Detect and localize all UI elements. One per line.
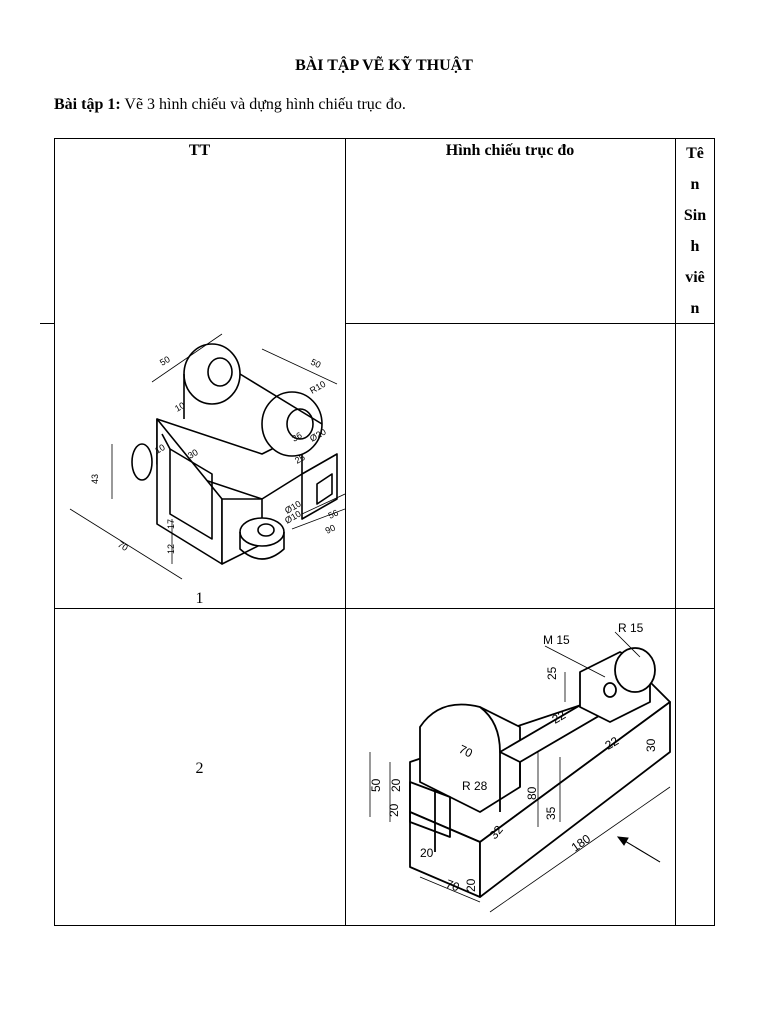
dimension-label: 56 <box>327 508 340 521</box>
document-title: BÀI TẬP VẼ KỸ THUẬT <box>295 57 473 74</box>
header-student-name-line: Tê <box>686 145 704 162</box>
dimension-label: 43 <box>90 474 100 484</box>
header-student-name-line: h <box>690 238 700 255</box>
dimension-label: 70 <box>457 742 475 760</box>
dimension-label: 30 <box>186 447 200 461</box>
header-student-name: Tê n Sin h viê n <box>676 138 714 324</box>
dimension-label: R10 <box>308 379 327 396</box>
dimension-label: 12 <box>166 544 176 554</box>
dimension-label: 80 <box>525 786 539 800</box>
dimension-label: 36 <box>290 430 304 444</box>
exercise-statement: Bài tập 1: Vẽ 3 hình chiếu và dựng hình … <box>54 96 406 114</box>
dimension-label: R 28 <box>462 779 488 793</box>
row-1-number: 1 <box>195 590 204 607</box>
header-student-name-line: viê <box>685 269 705 286</box>
dimension-label: 25 <box>293 452 307 466</box>
header-axonometric: Hình chiếu trục đo <box>445 142 575 159</box>
dimension-label: 10 <box>153 442 167 456</box>
dimension-label: 20 <box>387 803 401 817</box>
dimension-label: 180 <box>569 831 594 854</box>
row-2-number: 2 <box>195 760 204 777</box>
dimension-label: 20 <box>464 878 478 892</box>
dimension-label: 20 <box>420 846 434 860</box>
header-student-name-line: Sin <box>683 207 707 224</box>
dimension-label: 22 <box>550 708 569 727</box>
dimension-label: 20 <box>389 778 403 792</box>
header-student-name-line: n <box>690 300 700 317</box>
dimension-label: 50 <box>309 357 322 370</box>
dimension-label: 17 <box>166 519 176 529</box>
header-tt: TT <box>188 142 211 159</box>
exercise-label: Bài tập 1: <box>54 96 121 113</box>
dimension-label: 50 <box>369 778 383 792</box>
exercise-text: Vẽ 3 hình chiếu và dựng hình chiếu trục … <box>120 96 406 113</box>
dimension-label: 25 <box>545 666 559 680</box>
dimension-label: 90 <box>324 523 337 536</box>
dimension-label: 10 <box>173 400 187 414</box>
dimension-label: M 15 <box>543 633 570 647</box>
dimension-label: 70 <box>116 539 130 553</box>
dimension-label: 50 <box>158 354 172 368</box>
dimension-label: 35 <box>544 806 558 820</box>
header-student-name-line: n <box>690 176 700 193</box>
drawing-2-axonometric: M 15 R 15 25 22 70 22 30 50 20 R 28 80 3… <box>369 621 671 913</box>
dimension-label: 70 <box>444 877 462 895</box>
dimension-label: R 15 <box>618 621 644 635</box>
dimension-label: 22 <box>603 734 622 753</box>
drawing-1-axonometric: 50 50 R10 10 Ø20 10 30 Ø10 36 Ø10 56 90 … <box>69 333 345 580</box>
dimension-label: 30 <box>644 738 658 752</box>
